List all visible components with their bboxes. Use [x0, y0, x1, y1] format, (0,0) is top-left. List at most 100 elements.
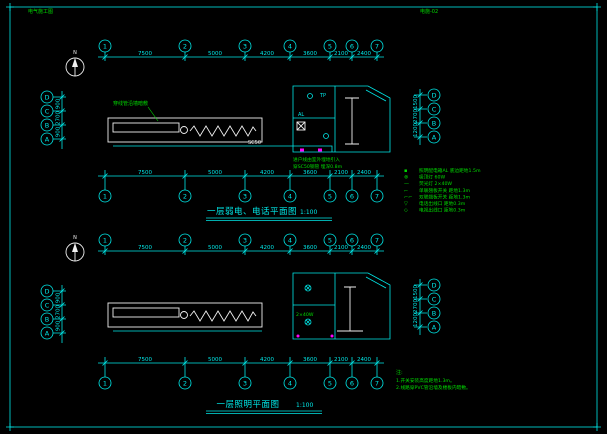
legend-symbol: —	[404, 181, 409, 187]
lamp-symbol	[304, 284, 312, 292]
axis-label: 5	[328, 43, 332, 51]
wall-note: 穿线管沿墙暗敷	[113, 100, 148, 107]
axis-label: B	[45, 122, 49, 130]
axis-bubble	[40, 118, 54, 132]
legend-label: 双联翘板开关 距地1.3m	[419, 193, 470, 200]
extension-lines	[53, 96, 66, 140]
legend-symbol: ▽	[404, 201, 408, 207]
feeder-label: SC50	[248, 140, 261, 146]
dim-value: 5000	[208, 245, 222, 251]
axis-label: 2	[183, 43, 187, 51]
hatch-box-cross	[296, 121, 306, 131]
axis-bubble	[283, 189, 297, 203]
axis-bubble	[427, 278, 441, 292]
sheet-note-left: 电气施工图	[28, 8, 53, 15]
axis-label: 1	[103, 380, 107, 388]
axis-bubble	[40, 298, 54, 312]
legend-label: 电视出线口 距地0.3m	[419, 207, 466, 214]
axis-label: 4	[288, 237, 292, 245]
axis-label: 4	[288, 43, 292, 51]
axis-bubble	[178, 233, 192, 247]
corridor-outline	[112, 307, 180, 318]
dim-value: 4200	[260, 245, 274, 251]
axis-label: 3	[243, 380, 247, 388]
bubble-stems	[104, 178, 378, 190]
axis-bubble	[427, 320, 441, 334]
dim-value: 4200	[260, 357, 274, 363]
axis-bubble	[370, 189, 384, 203]
upper-plan: N 1 2 3 4 5 6 7 7500 5000 4200 3600 2100…	[40, 39, 441, 221]
room-outline	[292, 85, 391, 153]
north-arrow: N	[65, 235, 85, 262]
upper-right-axis: D C B A 1500 2700 1200	[413, 88, 441, 145]
corner-registration-marks	[6, 3, 601, 431]
column-symbol	[345, 97, 359, 145]
axis-bubble	[427, 88, 441, 102]
hatch-box	[296, 121, 306, 131]
dim-value: 3600	[303, 245, 317, 251]
dim-value: 3600	[303, 170, 317, 176]
axis-bubble	[345, 39, 359, 53]
north-label: N	[73, 235, 77, 241]
legend-label: 单联翘板开关 距地1.3m	[419, 187, 470, 194]
dim-ticks	[59, 288, 65, 336]
dim-value: 2700	[56, 111, 62, 125]
dim-value: 900	[56, 292, 62, 303]
building-outline	[107, 302, 263, 328]
dim-value: 2100	[334, 51, 348, 57]
axis-label: 2	[183, 237, 187, 245]
axis-label: 4	[288, 380, 292, 388]
axis-bubble	[345, 189, 359, 203]
axis-bubble	[283, 376, 297, 390]
dim-value: 1200	[413, 123, 419, 137]
upper-building: SC50 穿线管沿墙暗敷	[107, 100, 333, 152]
axis-bubble	[323, 376, 337, 390]
axis-label: 1	[103, 237, 107, 245]
north-label: N	[73, 50, 77, 56]
axis-bubble	[345, 376, 359, 390]
axis-bubble	[283, 233, 297, 247]
axis-label: 5	[328, 237, 332, 245]
dim-ticks	[102, 173, 380, 179]
lamp-cross	[305, 319, 311, 325]
switch-symbol	[330, 334, 334, 338]
dim-value: 1500	[413, 285, 419, 299]
lower-building	[107, 302, 263, 332]
notes-title: 注:	[396, 369, 403, 376]
axis-bubble	[40, 104, 54, 118]
axis-bubble	[238, 233, 252, 247]
junction-symbol	[180, 126, 188, 134]
dim-value: 2100	[334, 245, 348, 251]
axis-label: B	[45, 316, 49, 324]
building-outline	[107, 117, 263, 143]
lower-top-axis: 1 2 3 4 5 6 7 7500 5000 4200 3600 2100 2…	[98, 233, 384, 255]
partition-walls	[293, 86, 336, 152]
bubble-stems	[104, 365, 378, 377]
axis-label: 6	[350, 380, 354, 388]
dim-value: 2700	[413, 299, 419, 313]
dim-value: 5000	[208, 170, 222, 176]
dim-value: 2100	[334, 170, 348, 176]
dim-ticks	[59, 94, 65, 142]
dim-value: 7500	[138, 245, 152, 251]
legend: ▪ 照明配电箱AL 底边距地1.5m ⊗ 吸顶灯 60W — 荧光灯 2×40W…	[404, 167, 481, 214]
axis-label: 6	[350, 237, 354, 245]
axis-bubble	[238, 376, 252, 390]
wall-hatch-zigzag	[189, 310, 257, 322]
extension-lines	[104, 357, 378, 365]
axis-label: A	[45, 136, 50, 144]
axis-bubble	[40, 326, 54, 340]
legend-symbol: ◇	[404, 208, 408, 214]
corridor-outline	[112, 122, 180, 133]
axis-label: A	[432, 324, 437, 332]
dim-value: 7500	[138, 357, 152, 363]
dim-value: 900	[56, 320, 62, 331]
dim-value: 2400	[357, 357, 371, 363]
dim-value: 4200	[260, 170, 274, 176]
sheet-border	[9, 6, 598, 428]
axis-label: C	[432, 106, 437, 114]
legend-label: 吸顶灯 60W	[419, 174, 446, 181]
axis-bubble	[323, 233, 337, 247]
axis-label: D	[431, 282, 436, 290]
